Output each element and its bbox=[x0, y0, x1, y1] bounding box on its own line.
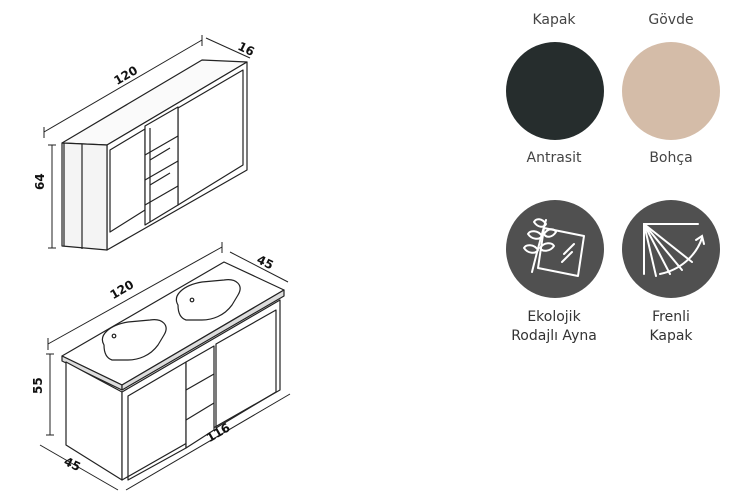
feature-label-soft-close: Frenli Kapak bbox=[606, 308, 736, 346]
dim-bottom-side-depth: 45 bbox=[62, 454, 83, 474]
dim-top-depth: 16 bbox=[236, 39, 257, 59]
kapak-label: Kapak bbox=[532, 12, 576, 28]
feature-label-eco-mirror: Ekolojik Rodajlı Ayna bbox=[489, 308, 619, 346]
feature-softclose-line1: Frenli bbox=[652, 309, 690, 325]
feature-softclose-line2: Kapak bbox=[649, 328, 693, 344]
dim-top-height: 64 bbox=[33, 173, 47, 190]
dim-bottom-height: 55 bbox=[31, 377, 45, 394]
eco-mirror-icon bbox=[506, 200, 604, 298]
technical-drawing: 120 16 64 120 45 55 45 116 bbox=[31, 35, 291, 491]
kapak-color-swatch bbox=[506, 42, 604, 140]
kapak-color-name: Antrasit bbox=[526, 150, 582, 166]
soft-close-door-icon bbox=[622, 200, 720, 298]
govde-label: Gövde bbox=[648, 12, 694, 28]
dim-bottom-depth: 45 bbox=[255, 252, 276, 272]
upper-cabinet bbox=[61, 59, 248, 251]
dimension-lines bbox=[39, 35, 291, 491]
govde-color-swatch bbox=[622, 42, 720, 140]
feature-eco-line2: Rodajlı Ayna bbox=[511, 328, 597, 344]
govde-color-name: Bohça bbox=[649, 150, 693, 166]
lower-cabinet bbox=[61, 261, 285, 481]
dim-bottom-width: 120 bbox=[108, 277, 137, 302]
feature-eco-line1: Ekolojik bbox=[527, 309, 581, 325]
